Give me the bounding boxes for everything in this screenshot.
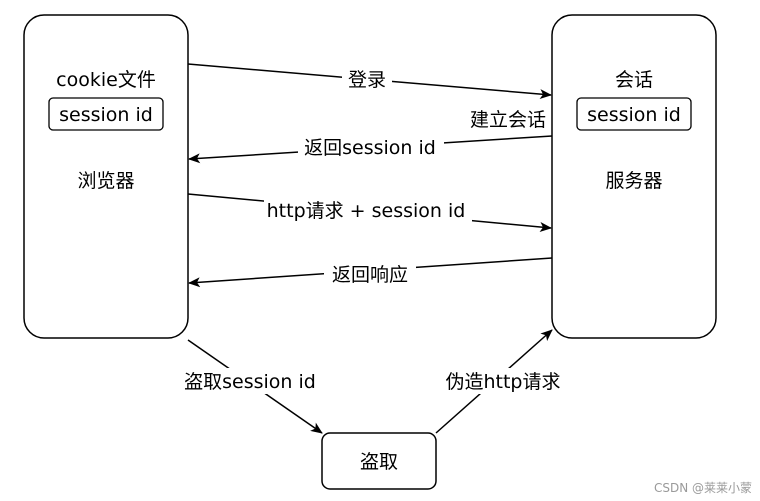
return-session-id-label-bg (298, 135, 444, 159)
forge-request-label: 伪造http请求 (445, 371, 560, 393)
attacker-label: 盗取 (360, 451, 398, 473)
attacker-box (321, 432, 437, 490)
browser-session-id-label: session id (59, 104, 153, 126)
login-label-bg (342, 67, 392, 91)
server-session-label: 会话 (615, 69, 653, 91)
login-label: 登录 (348, 69, 386, 91)
browser-label: 浏览器 (77, 170, 134, 192)
server-session-id-box (576, 97, 692, 131)
server-label: 服务器 (605, 170, 662, 192)
return-session-id-label: 返回session id (304, 137, 436, 159)
steal-session-id-label-bg (178, 368, 324, 394)
return-response-label: 返回响应 (332, 264, 408, 286)
steal-session-id-label: 盗取session id (184, 371, 316, 393)
return-response-label-bg (324, 262, 416, 286)
csdn-watermark: CSDN @莱莱小蒙 (654, 481, 752, 495)
http-request-label-bg (264, 198, 472, 222)
server-box (551, 14, 717, 339)
http-request-label: http请求 + session id (267, 200, 466, 222)
create-session-label: 建立会话 (470, 109, 546, 131)
browser-cookie-label: cookie文件 (56, 69, 156, 91)
server-session-id-label: session id (587, 104, 681, 126)
browser-session-id-box (48, 97, 164, 131)
forge-request-label-bg (436, 368, 570, 394)
browser-box (23, 14, 189, 339)
